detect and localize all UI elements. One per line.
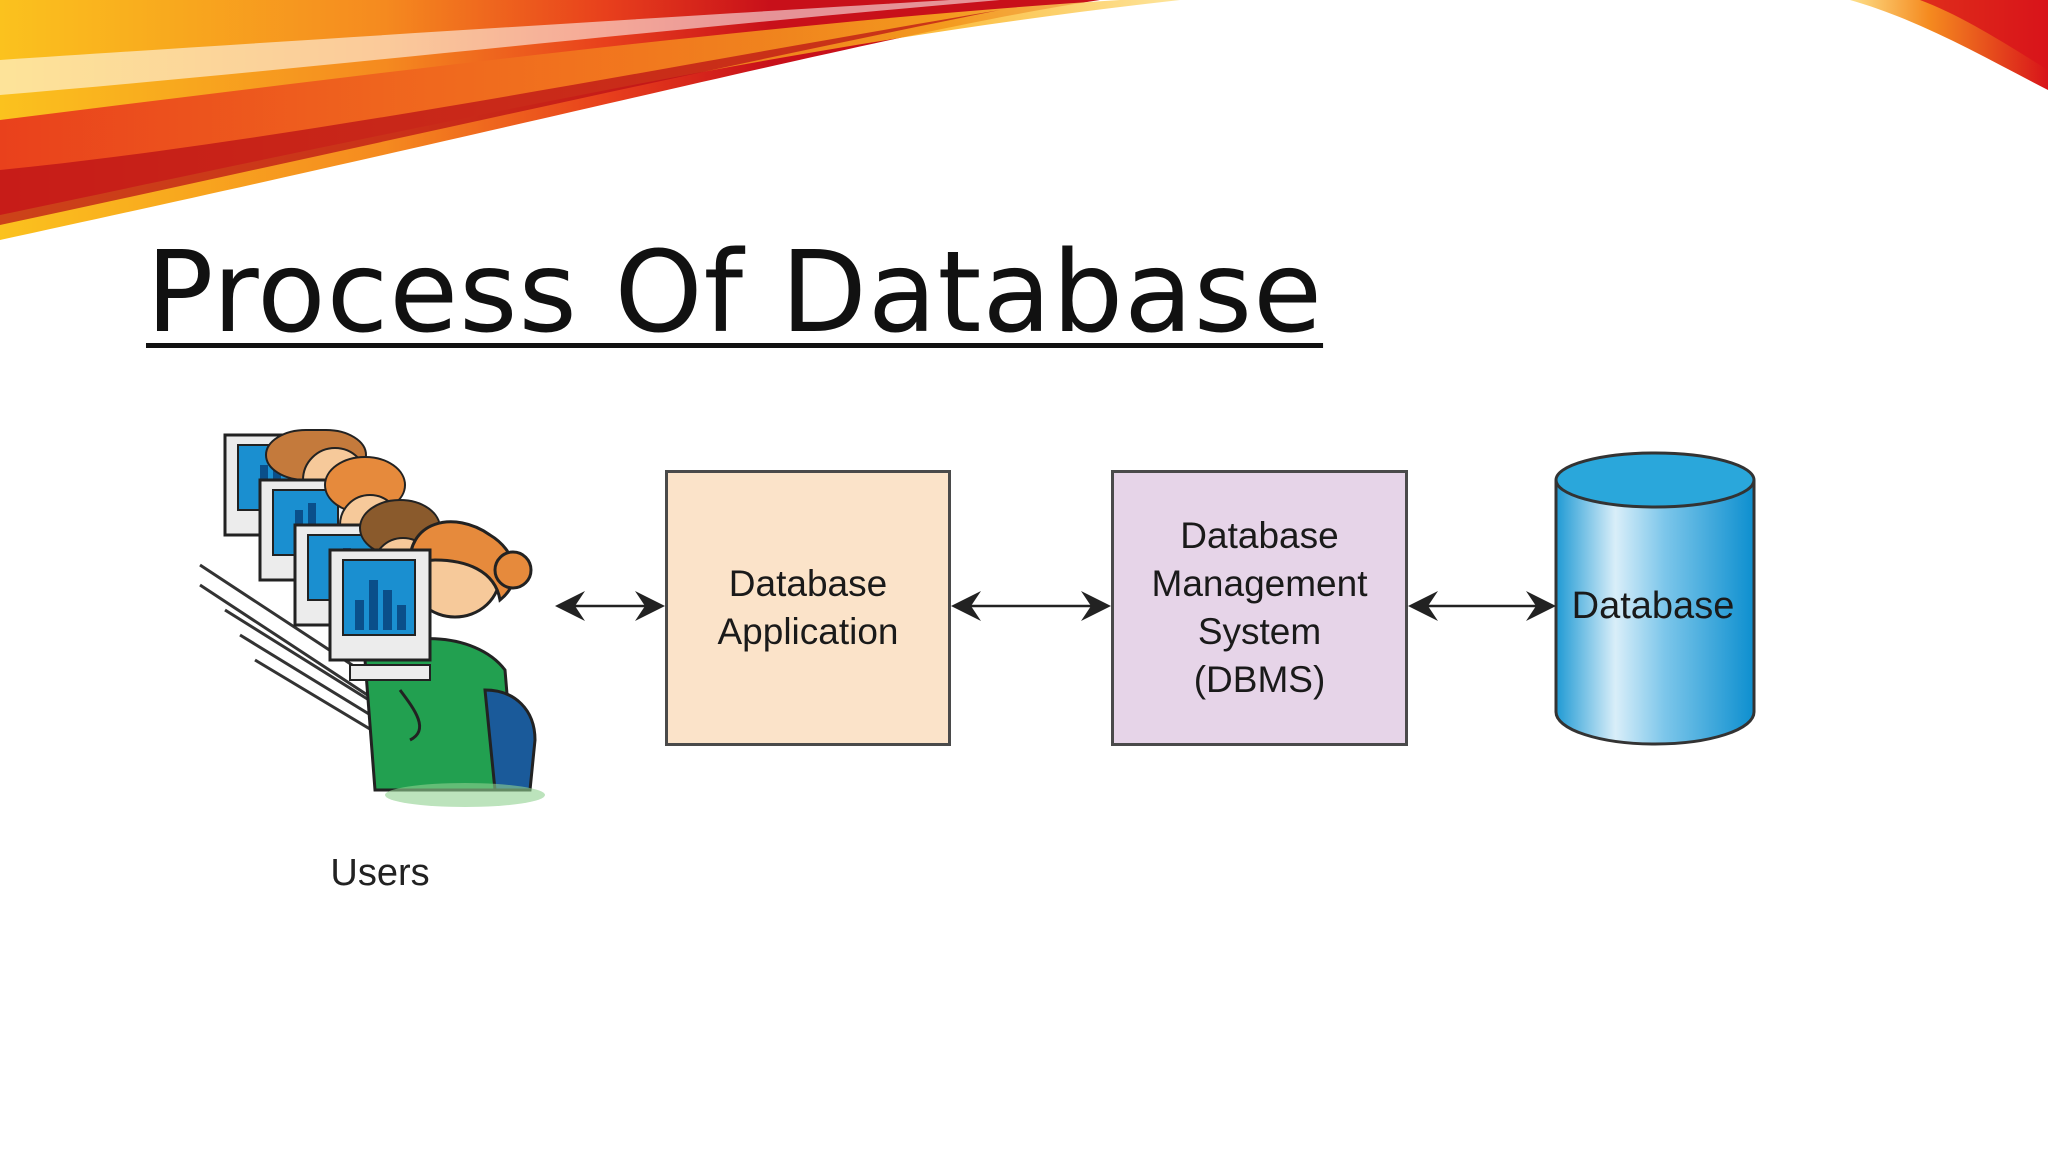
database-cylinder: [1554, 451, 1756, 746]
database-cylinder-label: Database: [1571, 585, 1735, 627]
decorative-swoosh: [0, 0, 2048, 240]
users-label: Users: [330, 852, 430, 894]
dbms-box-line1: Database: [1180, 514, 1339, 556]
dbms-box-line3: System: [1197, 611, 1322, 652]
dbms-box-line4: (DBMS): [1193, 659, 1326, 701]
users-illustration: [199, 429, 545, 807]
database-application-box: Database Application: [665, 470, 951, 746]
dbms-box-line2: Management: [1151, 562, 1368, 604]
slide-title: Process Of Database: [146, 228, 1324, 358]
application-box-line1: Database: [728, 562, 888, 604]
dbms-box: Database Management System (DBMS): [1111, 470, 1408, 746]
application-box-line2: Application: [717, 611, 899, 652]
